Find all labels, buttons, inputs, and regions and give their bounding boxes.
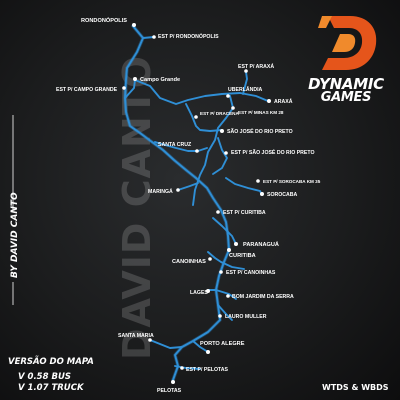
watermark: DAVID CANTO xyxy=(115,55,159,360)
place-label-araxa: ARAXÁ xyxy=(274,98,293,105)
logo-d-outer xyxy=(322,16,377,70)
brand-name: DYNAMIC GAMES xyxy=(306,77,386,105)
place-dot[interactable] xyxy=(122,86,126,90)
road-curitiba-paranagua xyxy=(212,217,237,245)
place-label-bom-jardim-da-serra: BOM JARDIM DA SERRA xyxy=(232,294,294,300)
place-label-paranagua: PARANAGUÁ xyxy=(243,241,279,248)
place-dot[interactable] xyxy=(220,129,224,133)
place-label-lages: LAGES xyxy=(190,290,208,296)
place-dot[interactable] xyxy=(206,289,210,293)
place-dot[interactable] xyxy=(219,270,223,274)
place-dot[interactable] xyxy=(256,179,260,183)
place-label-campo-grande: Campo Grande xyxy=(140,77,180,83)
credit-bottom: WTDS & WBDS xyxy=(322,383,389,392)
place-dot[interactable] xyxy=(218,314,222,318)
place-label-est-campo-grande: EST P/ CAMPO GRANDE xyxy=(56,87,118,93)
road-sorocaba xyxy=(225,177,263,196)
place-label-est-sorocaba-km35: EST P/ SOROCABA KM 35 xyxy=(263,179,321,184)
place-dot[interactable] xyxy=(195,149,199,153)
place-label-porto-alegre: PORTO ALEGRE xyxy=(200,341,245,347)
road-santa-maria xyxy=(149,339,183,349)
place-label-sorocaba: SOROCABA xyxy=(267,192,298,198)
places: RONDONÓPOLIS EST P/ RONDONÓPOLIS EST P/ … xyxy=(56,16,321,394)
logo-d-inner xyxy=(332,34,356,52)
road-canoinhas xyxy=(207,251,245,270)
place-label-pelotas: PELOTAS xyxy=(157,388,182,394)
road-santa-cruz xyxy=(154,141,208,152)
place-label-rondonopolis: RONDONÓPOLIS xyxy=(81,16,127,24)
place-dot[interactable] xyxy=(171,380,175,384)
road-pelotas-link xyxy=(174,365,201,370)
road-maringa xyxy=(177,182,199,191)
place-label-est-sao-jose-rio-preto: EST P/ SÃO JOSÉ DO RIO PRETO xyxy=(231,148,315,156)
place-label-est-canoinhas: EST P/ CANOINHAS xyxy=(226,270,276,276)
place-label-uberlandia: UBERLÂNDIA xyxy=(228,86,263,93)
road-uberlandia-araxa xyxy=(221,92,269,102)
place-label-lauro-muller: LAURO MULLER xyxy=(225,314,267,320)
place-label-santa-cruz: SANTA CRUZ xyxy=(158,142,192,148)
version-bus: V 0.58 BUS xyxy=(18,372,71,382)
place-label-maringa: MARINGÁ xyxy=(148,188,173,195)
place-dot[interactable] xyxy=(267,99,271,103)
place-dot[interactable] xyxy=(224,151,228,155)
place-dot[interactable] xyxy=(176,188,180,192)
road-porto-alegre xyxy=(192,340,209,353)
place-label-est-pelotas: EST P/ PELOTAS xyxy=(186,367,229,373)
road-araxa-branch xyxy=(242,71,248,95)
road-dracena xyxy=(185,103,223,132)
road-campo-grande-east xyxy=(134,79,223,105)
place-label-curitiba: CURITIBA xyxy=(229,253,256,259)
road-lages xyxy=(208,289,237,300)
place-label-est-araxa: EST P/ ARAXÁ xyxy=(238,63,274,70)
place-dot[interactable] xyxy=(180,366,184,370)
place-label-canoinhas: CANOINHAS xyxy=(172,259,206,265)
road-lauro-muller xyxy=(217,304,233,321)
place-label-santa-maria: SANTA MARIA xyxy=(118,333,154,339)
place-label-est-dracena: EST P/ DRACENA xyxy=(200,111,239,116)
credit-vertical: BY DAVID CANTO xyxy=(10,192,20,278)
place-dot[interactable] xyxy=(152,35,156,39)
place-dot[interactable] xyxy=(226,294,230,298)
place-dot[interactable] xyxy=(231,106,235,110)
road-rondonopolis-link xyxy=(142,36,155,39)
place-dot[interactable] xyxy=(260,192,264,196)
road-sjrp-south xyxy=(212,137,228,175)
place-dot[interactable] xyxy=(132,23,136,27)
road-campo-grande-west xyxy=(124,79,136,99)
brand-line-2: GAMES xyxy=(320,90,372,105)
version-title: VERSÃO DO MAPA xyxy=(8,357,94,367)
brand-logo-icon xyxy=(318,16,377,70)
road-network xyxy=(123,24,269,382)
place-dot[interactable] xyxy=(226,94,230,98)
place-dot[interactable] xyxy=(227,248,231,252)
logo-d-accent xyxy=(318,16,332,28)
place-dot[interactable] xyxy=(234,242,238,246)
place-dot[interactable] xyxy=(244,69,248,73)
version-truck: V 1.07 TRUCK xyxy=(18,383,84,393)
place-dot[interactable] xyxy=(148,338,152,342)
place-dot[interactable] xyxy=(194,115,198,119)
place-label-sao-jose-rio-preto: SÃO JOSÉ DO RIO PRETO xyxy=(227,127,293,135)
place-dot[interactable] xyxy=(208,257,212,261)
brand-line-1: DYNAMIC xyxy=(308,75,384,93)
place-dot[interactable] xyxy=(206,350,210,354)
place-dot[interactable] xyxy=(216,210,220,214)
place-dot[interactable] xyxy=(133,77,137,81)
place-label-est-minas-km28: EST P/ MINAS KM 28 xyxy=(238,110,284,115)
place-label-est-rondonopolis: EST P/ RONDONÓPOLIS xyxy=(158,32,219,40)
place-label-est-curitiba: EST P/ CURITIBA xyxy=(223,210,266,216)
